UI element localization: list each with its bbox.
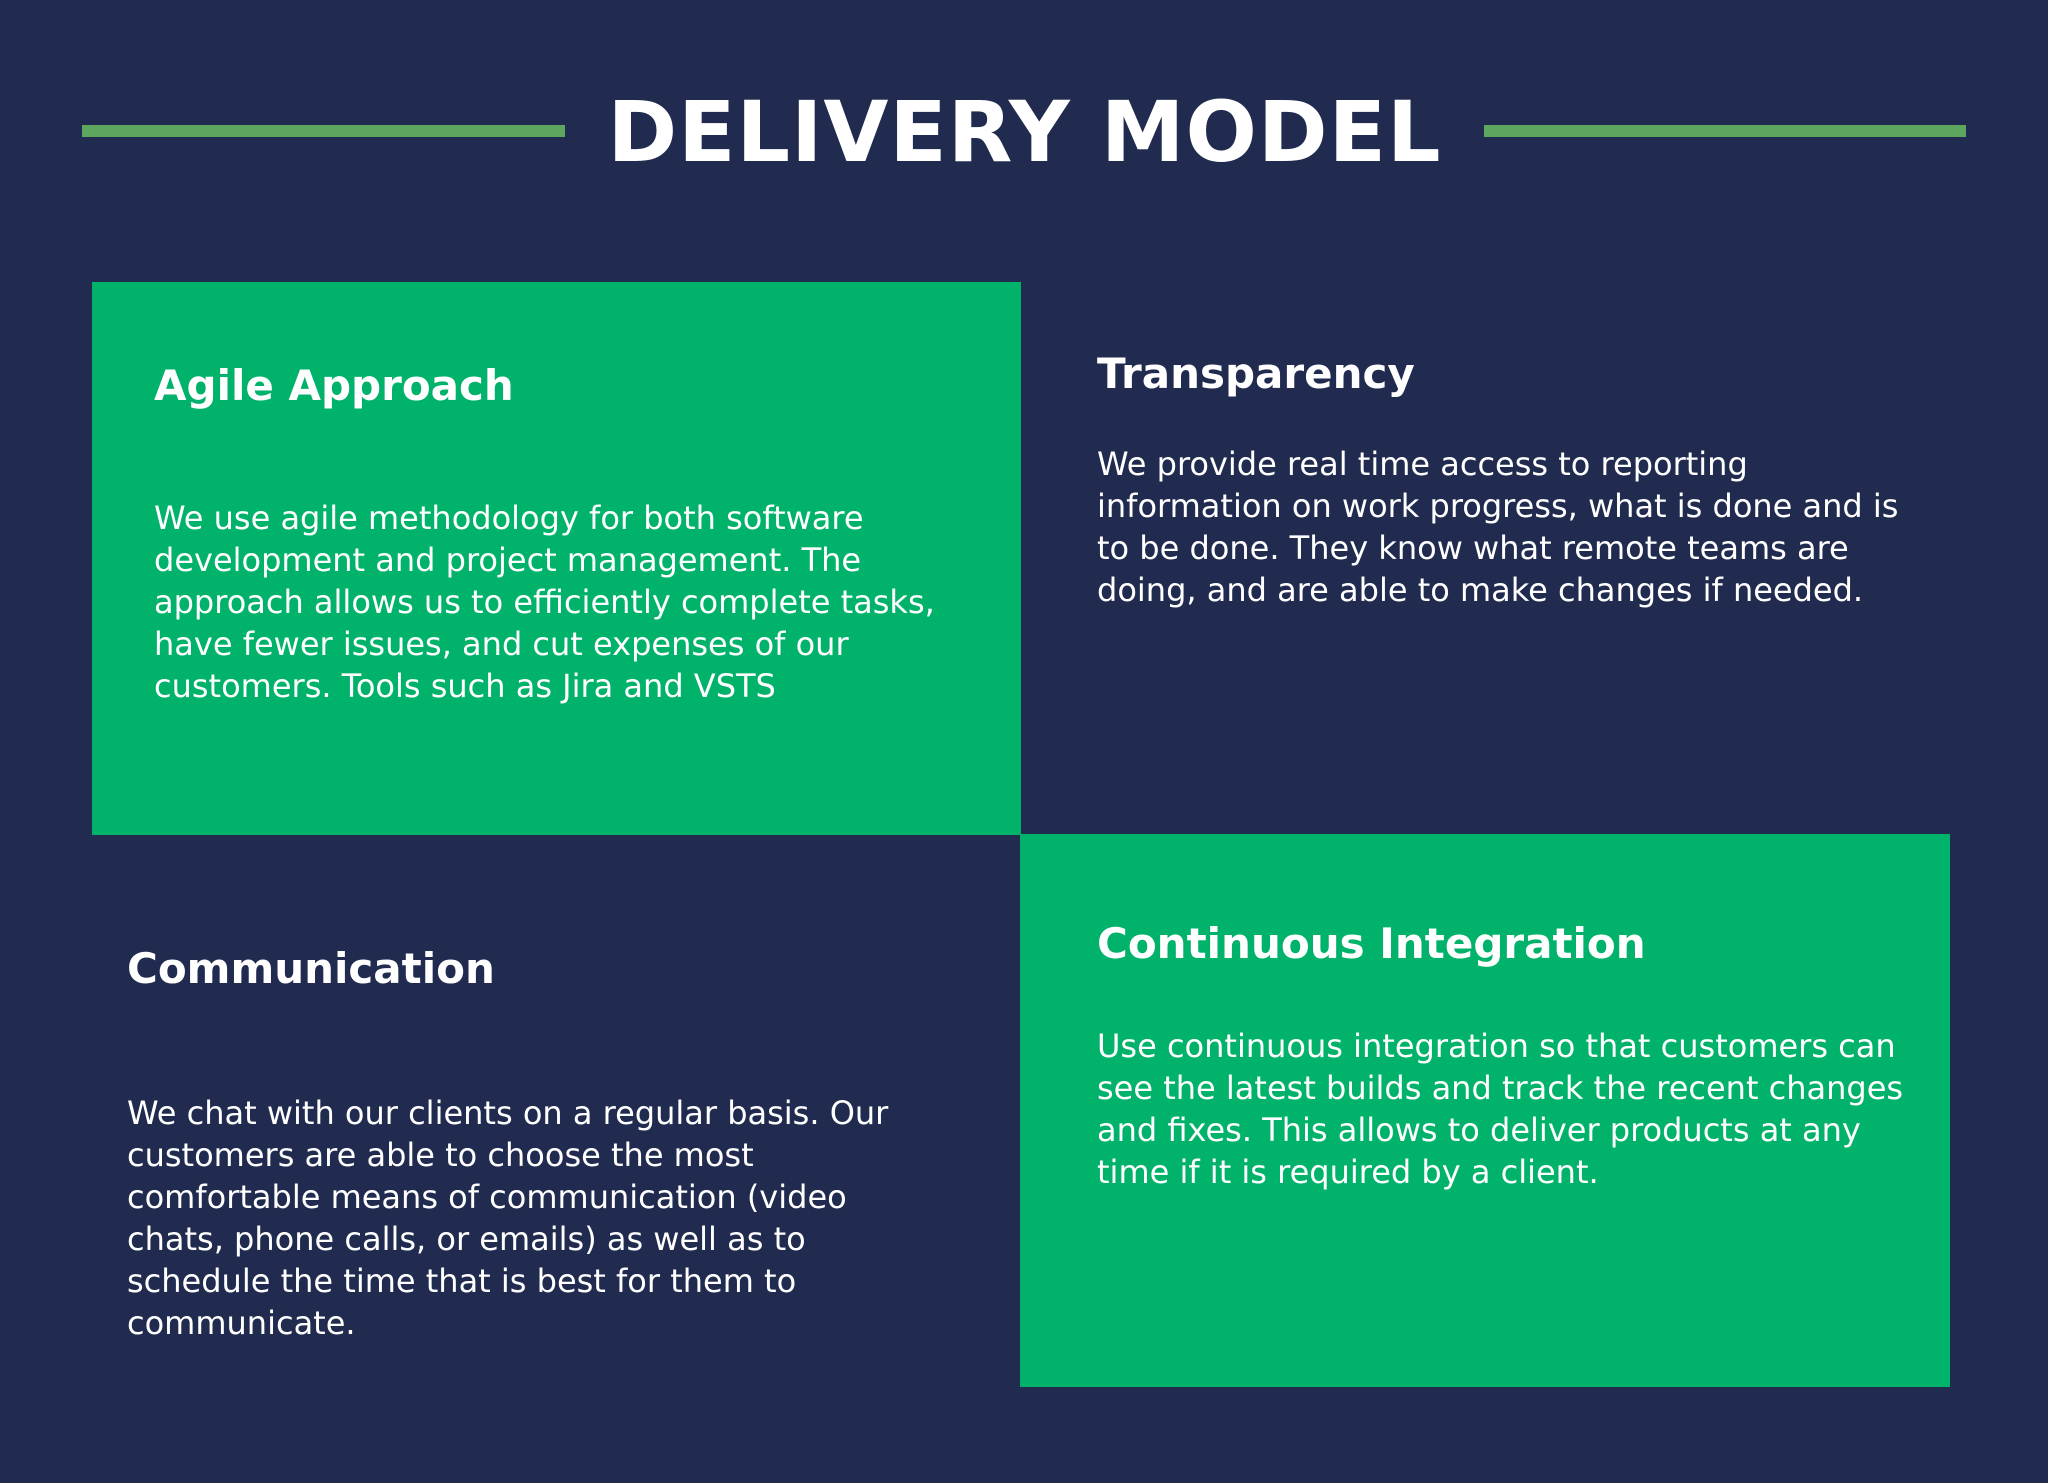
agile-card-background (92, 282, 1021, 835)
transparency-body: We provide real time access to reporting… (1097, 445, 1899, 609)
page-title: DELIVERY MODEL (607, 83, 1442, 181)
title-rule-left (82, 125, 565, 137)
communication-body: We chat with our clients on a regular ba… (127, 1094, 889, 1342)
ci-card-background (1020, 834, 1950, 1387)
agile-body: We use agile methodology for both softwa… (154, 499, 935, 705)
transparency-heading: Transparency (1097, 349, 1415, 398)
agile-heading: Agile Approach (154, 361, 514, 410)
ci-heading: Continuous Integration (1097, 919, 1646, 968)
communication-heading: Communication (127, 944, 495, 993)
title-rule-right (1484, 125, 1966, 137)
ci-body: Use continuous integration so that custo… (1097, 1027, 1904, 1191)
